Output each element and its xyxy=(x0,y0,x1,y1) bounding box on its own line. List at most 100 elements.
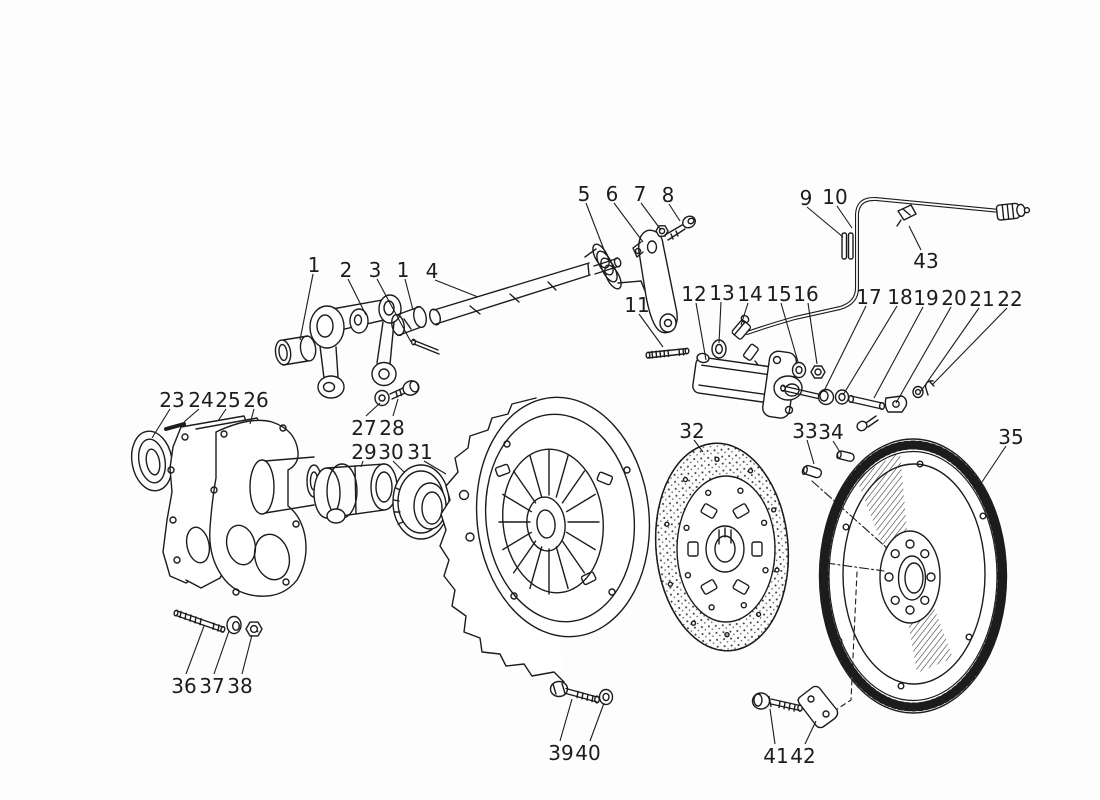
return-spring-5 xyxy=(584,243,646,292)
callout-number: 8 xyxy=(662,183,675,207)
callout-32-33: 32 xyxy=(679,419,705,453)
callout-17-18: 17 xyxy=(823,285,882,392)
release-sleeve-29 xyxy=(313,463,398,524)
callout-36-37: 36 xyxy=(171,625,205,698)
callout-number: 26 xyxy=(243,388,268,412)
pipe-clip-43 xyxy=(896,204,917,227)
callout-number: 31 xyxy=(407,440,432,464)
pipe-sleeve-9 xyxy=(841,232,854,260)
callout-4-4: 4 xyxy=(426,259,479,298)
callout-leader-line xyxy=(895,306,952,404)
bolt-41 xyxy=(751,692,803,712)
callout-number: 32 xyxy=(679,419,704,443)
callout-number: 7 xyxy=(634,182,647,206)
bolt-39 xyxy=(549,680,600,704)
stud-36 xyxy=(173,609,226,633)
callout-leader-line xyxy=(931,307,1008,386)
callout-leader-line xyxy=(151,408,171,439)
clutch-disc-32 xyxy=(654,442,790,652)
union-fitting-14 xyxy=(731,314,759,366)
callout-leader-line xyxy=(213,630,230,675)
callout-leader-line xyxy=(693,439,704,453)
callout-leader-line xyxy=(823,305,867,392)
washer-27 xyxy=(374,389,390,407)
callout-leader-line xyxy=(695,302,707,361)
callout-30-31: 30 xyxy=(378,440,405,473)
release-bearing-30-31 xyxy=(392,464,450,540)
callout-31-32: 31 xyxy=(407,440,447,475)
callout-leader-line xyxy=(559,698,573,742)
flywheel-35 xyxy=(818,438,1008,714)
callout-35-36: 35 xyxy=(981,425,1024,483)
callout-number: 37 xyxy=(199,674,224,698)
lever-nut-7 xyxy=(655,225,669,237)
callout-number: 6 xyxy=(606,182,619,206)
callout-leader-line xyxy=(806,439,815,465)
callout-number: 41 xyxy=(763,744,788,768)
callout-number: 1 xyxy=(397,258,410,282)
pressure-plate-assembly xyxy=(439,396,651,683)
callout-number: 24 xyxy=(188,388,213,412)
callout-leader-line xyxy=(360,460,364,468)
callout-number: 13 xyxy=(709,281,734,305)
lever-bolt-8 xyxy=(664,215,696,241)
callout-number: 39 xyxy=(548,741,573,765)
callout-10-10: 10 xyxy=(822,185,853,229)
washer-40 xyxy=(598,688,614,706)
callout-leader-line xyxy=(908,225,922,251)
washer-37 xyxy=(226,615,242,635)
callout-leader-line xyxy=(217,408,227,422)
callout-number: 10 xyxy=(822,185,847,209)
dowel-pin-33 xyxy=(801,464,823,479)
release-lever-6 xyxy=(632,229,678,334)
callout-38-39: 38 xyxy=(227,634,253,698)
bearing-cover-26 xyxy=(209,419,322,597)
dowel-pin-34 xyxy=(836,450,855,462)
callout-leader-line xyxy=(613,202,644,243)
fork-bushing-1 xyxy=(274,335,317,366)
callout-20-21: 20 xyxy=(895,286,967,404)
callout-number: 16 xyxy=(793,282,818,306)
callout-28-29: 28 xyxy=(379,398,405,440)
callout-leader-line xyxy=(842,305,898,396)
slave-cylinder-12 xyxy=(692,350,803,419)
spacer-rod-19 xyxy=(847,394,886,411)
callout-34-35: 34 xyxy=(818,420,844,453)
callout-3-2: 3 xyxy=(369,258,412,343)
callout-number: 1 xyxy=(308,253,321,277)
callout-number: 4 xyxy=(426,259,439,283)
callout-number: 35 xyxy=(998,425,1023,449)
fork-pin-3 xyxy=(410,338,440,355)
callout-number: 21 xyxy=(969,287,994,311)
callout-leader-line xyxy=(423,460,447,475)
callout-number: 25 xyxy=(215,388,240,412)
washer-13 xyxy=(711,339,727,359)
callout-26-27: 26 xyxy=(243,388,269,425)
callout-number: 27 xyxy=(351,416,376,440)
callout-8-8: 8 xyxy=(662,183,681,222)
callout-leader-line xyxy=(981,445,1007,483)
callout-40-41: 40 xyxy=(575,702,605,765)
callout-11-12: 11 xyxy=(624,293,664,348)
ring-18 xyxy=(834,389,850,405)
callout-number: 19 xyxy=(913,286,938,310)
callout-leader-line xyxy=(392,398,399,417)
callout-leader-line xyxy=(804,720,817,745)
callout-27-28: 27 xyxy=(351,402,381,440)
hydraulic-pipe-10 xyxy=(745,196,1002,335)
callout-number: 5 xyxy=(578,182,591,206)
callout-number: 22 xyxy=(997,287,1022,311)
callout-leader-line xyxy=(780,302,799,363)
callout-29-30: 29 xyxy=(351,440,377,468)
callout-number: 40 xyxy=(575,741,600,765)
callout-number: 38 xyxy=(227,674,252,698)
callout-number: 15 xyxy=(766,282,791,306)
callout-22-23: 22 xyxy=(931,287,1023,386)
callout-14-15: 14 xyxy=(737,282,763,326)
lock-plate-42 xyxy=(797,685,839,729)
callout-leader-line xyxy=(585,202,607,256)
callout-leader-line xyxy=(249,408,255,425)
callout-16-17: 16 xyxy=(793,282,819,365)
callout-number: 29 xyxy=(351,440,376,464)
callout-1-0: 1 xyxy=(299,253,321,341)
